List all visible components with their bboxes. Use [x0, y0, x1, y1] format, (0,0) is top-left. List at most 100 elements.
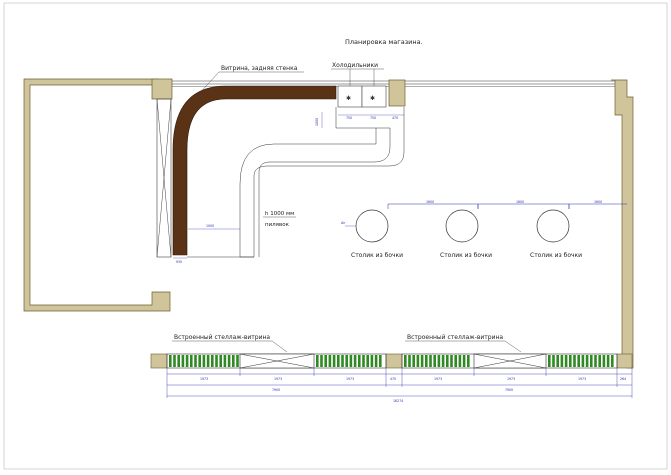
- shelf-slat: [433, 355, 436, 367]
- shelf-slat: [429, 355, 432, 367]
- shelf-slat: [560, 355, 564, 367]
- dim-shelf-seg-3: 1973: [346, 377, 354, 381]
- shelf-slat: [190, 355, 193, 367]
- dim-counter-inner: 1000: [206, 224, 214, 228]
- sheet-frame: [3, 2, 668, 470]
- shelf-slat: [379, 355, 382, 367]
- barrel-table-3: [536, 209, 570, 243]
- shelf-mid-column: [385, 353, 403, 369]
- dim-table-gap-1: 1600: [426, 200, 434, 204]
- tall-cabinet: [156, 98, 172, 258]
- shelf-slat: [349, 355, 353, 367]
- shelf-slats: [169, 355, 614, 367]
- shelf-slat: [332, 355, 336, 367]
- shelf-slat: [324, 355, 327, 367]
- shelf-slat: [219, 355, 222, 367]
- shelf-slat: [577, 355, 580, 367]
- shelf-slat: [366, 355, 369, 367]
- shelf-slat: [215, 355, 218, 367]
- dim-shelf-seg-4: 1973: [434, 377, 442, 381]
- dim-shelf-seg-2: 1973: [274, 377, 282, 381]
- shelf-slat: [581, 355, 585, 367]
- shelf-slat: [328, 355, 332, 367]
- counter-outline: 1000 1000 930: [173, 107, 405, 264]
- shelf-slat: [173, 355, 176, 367]
- shelf-slat: [552, 355, 555, 367]
- shelf-slat: [590, 355, 593, 367]
- shelf-slat: [598, 355, 601, 367]
- shelf-slat: [437, 355, 441, 367]
- shelf-slat: [211, 355, 214, 367]
- barrel-table-1: [355, 209, 389, 243]
- shelf-slat: [412, 355, 415, 367]
- shelf-slat: [441, 355, 445, 367]
- dim-counter-vertical: 1000: [315, 118, 319, 126]
- shelf-slat: [606, 355, 610, 367]
- shelf-slat: [611, 355, 614, 367]
- plan-title: Планировка магазина.: [345, 38, 423, 46]
- dim-shelf-seg-6: 1973: [578, 377, 586, 381]
- shelf-slat: [185, 355, 189, 367]
- shelf-slat: [454, 355, 457, 367]
- showcase-back-wall: [172, 85, 337, 256]
- shelf-slat: [408, 355, 411, 367]
- shelf-slat: [206, 355, 210, 367]
- dim-fridge-side: 470: [392, 116, 398, 120]
- shelf-slat: [169, 355, 172, 367]
- shelf-slat: [236, 355, 239, 367]
- showcase-back-wall-label: Витрина, задняя стенка: [221, 65, 298, 72]
- shelf-slat: [564, 355, 568, 367]
- shelf-slat: [569, 355, 572, 367]
- shelf-slat: [353, 355, 357, 367]
- right-wall: [611, 79, 634, 369]
- fridges: ✱ ✱ Холодильники 750 750 470: [331, 62, 404, 120]
- dim-shelf-total-1: 7900: [272, 388, 280, 392]
- shelf-slat: [223, 355, 227, 367]
- shelf-slat: [594, 355, 597, 367]
- barrel-table-2: [445, 209, 479, 243]
- shelf-right-column: [616, 353, 633, 369]
- dim-shelf-total-2: 7900: [505, 388, 513, 392]
- showcase-label-group: Витрина, задняя стенка: [195, 65, 304, 98]
- dim-shelf-seg-1: 1973: [200, 377, 208, 381]
- shelf-slat: [467, 355, 470, 367]
- shelf-slat: [345, 355, 348, 367]
- fridges-label: Холодильники: [332, 62, 378, 69]
- dim-showcase-bottom: 930: [176, 260, 182, 264]
- shelf-slat: [462, 355, 466, 367]
- ceiling-note: h 1000 мм пилявок: [263, 211, 296, 228]
- builtin-shelving: Встроенный стеллаж-витрина Встроенный ст…: [150, 334, 633, 403]
- shelf-slat: [202, 355, 206, 367]
- shelf-slat: [198, 355, 201, 367]
- dim-fridge-1: 750: [346, 116, 352, 120]
- shelf-slat: [556, 355, 559, 367]
- shelf-slat: [194, 355, 197, 367]
- builtin-shelf-label-1: Встроенный стеллаж-витрина: [174, 334, 270, 341]
- shelf-left-column: [150, 353, 168, 369]
- shelf-slat: [425, 355, 428, 367]
- shelf-slat: [458, 355, 462, 367]
- shelf-slat: [370, 355, 374, 367]
- barrel-table-label-3: Столик из бочки: [530, 252, 582, 259]
- barrel-table-label-1: Столик из бочки: [351, 252, 403, 259]
- left-column: [151, 78, 173, 100]
- dim-shelf-seg-5: 1973: [507, 377, 515, 381]
- shelf-slat: [548, 355, 551, 367]
- barrel-table-label-2: Столик из бочки: [440, 252, 492, 259]
- shelf-slat: [227, 355, 231, 367]
- shelf-slat: [585, 355, 589, 367]
- shelf-slat: [181, 355, 185, 367]
- shelf-slat: [232, 355, 235, 367]
- shelf-slat: [358, 355, 361, 367]
- shelf-slat: [341, 355, 344, 367]
- shelf-slat: [420, 355, 424, 367]
- shelf-slat: [374, 355, 378, 367]
- left-room-walls: [23, 78, 173, 312]
- shelf-slat: [362, 355, 365, 367]
- dim-shelf-gap: 470: [390, 377, 396, 381]
- shelf-slat: [177, 355, 180, 367]
- ceiling-note-line2: пилявок: [265, 222, 290, 228]
- middle-column: [388, 79, 406, 107]
- shelf-slat: [573, 355, 576, 367]
